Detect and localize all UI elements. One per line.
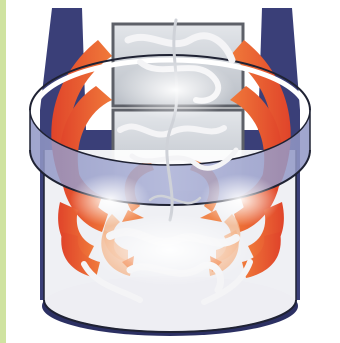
left-accent-bar — [0, 0, 6, 343]
